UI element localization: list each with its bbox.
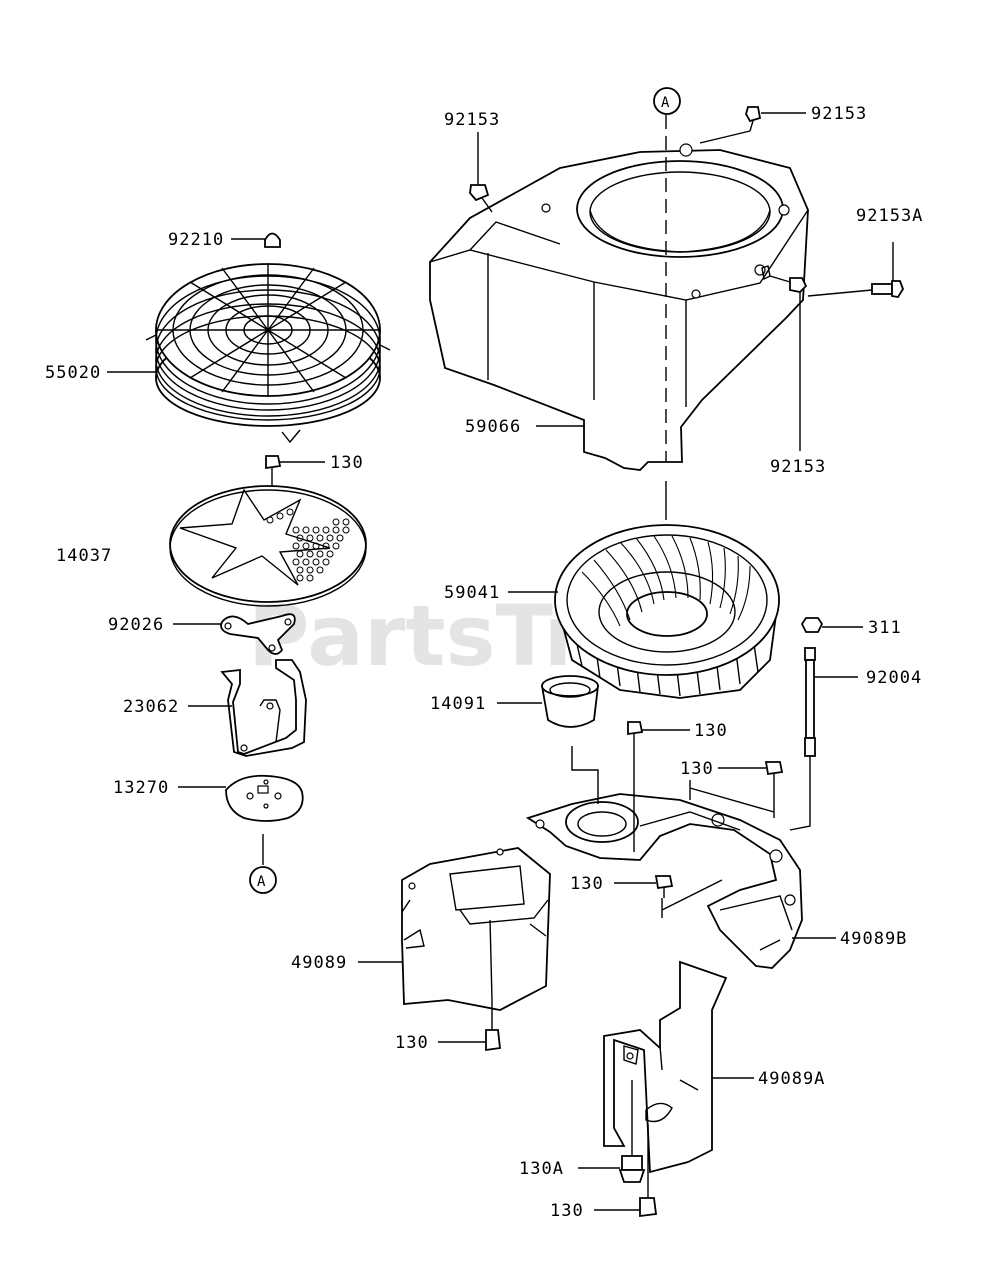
label-14037: 14037	[56, 546, 112, 566]
baffle-49089[interactable]	[401, 847, 551, 1011]
label-23062: 23062	[123, 697, 179, 717]
plate-92026[interactable]	[220, 613, 296, 655]
screw-130-lower-left[interactable]	[438, 1000, 501, 1052]
reference-circle-bottom	[249, 866, 277, 894]
label-49089: 49089	[291, 953, 347, 973]
baffle-49089A[interactable]	[603, 960, 728, 1174]
label-92153-right: 92153	[770, 457, 826, 477]
label-49089A: 49089A	[758, 1069, 825, 1089]
label-130A: 130A	[519, 1159, 564, 1179]
reference-marker-bottom: A	[257, 874, 266, 890]
label-130-collar: 130	[694, 721, 728, 741]
label-92026: 92026	[108, 615, 164, 635]
screw-92153-right[interactable]	[761, 265, 808, 451]
baffle-49089B[interactable]	[525, 793, 803, 969]
reference-circle-top	[653, 87, 681, 115]
label-92153-top-right: 92153	[811, 104, 867, 124]
label-130-screen: 130	[330, 453, 364, 473]
screw-92153A[interactable]	[807, 242, 904, 298]
bolt-130A[interactable]	[578, 1080, 646, 1183]
screw-92153-top-left[interactable]	[469, 132, 493, 213]
screw-130-bottom[interactable]	[594, 1124, 658, 1218]
screw-130-baffle-top[interactable]	[718, 761, 784, 818]
label-92153A: 92153A	[856, 206, 923, 226]
grid-plate-14037[interactable]	[169, 485, 367, 607]
stud-92004[interactable]	[804, 647, 858, 757]
screw-130-baffle-middle[interactable]	[614, 875, 674, 898]
label-55020: 55020	[45, 363, 101, 383]
label-49089B: 49089B	[840, 929, 907, 949]
label-92210: 92210	[168, 230, 224, 250]
label-59066: 59066	[465, 417, 521, 437]
label-92153-top-left: 92153	[444, 110, 500, 130]
screw-130-collar[interactable]	[627, 721, 690, 746]
label-13270: 13270	[113, 778, 169, 798]
screw-92153-top-right[interactable]	[699, 106, 806, 144]
reference-marker-top: A	[661, 95, 670, 111]
fan-59041[interactable]	[554, 524, 780, 699]
label-59041: 59041	[444, 583, 500, 603]
collar-14091[interactable]	[540, 675, 599, 728]
label-130-baffle-top: 130	[680, 759, 714, 779]
nut-311[interactable]	[800, 617, 863, 633]
label-311: 311	[868, 618, 902, 638]
label-130-baffle-middle: 130	[570, 874, 604, 894]
rotating-screen-55020[interactable]	[145, 263, 391, 444]
blower-housing-59066[interactable]	[429, 143, 809, 471]
cap-nut-92210[interactable]	[231, 232, 281, 248]
plate-13270[interactable]	[225, 774, 304, 822]
label-92004: 92004	[866, 668, 922, 688]
bracket-23062[interactable]	[220, 659, 307, 757]
baffle-guide-lines	[571, 746, 811, 918]
label-14091: 14091	[430, 694, 486, 714]
label-130-lower-left: 130	[395, 1033, 429, 1053]
label-130-bottom: 130	[550, 1201, 584, 1221]
